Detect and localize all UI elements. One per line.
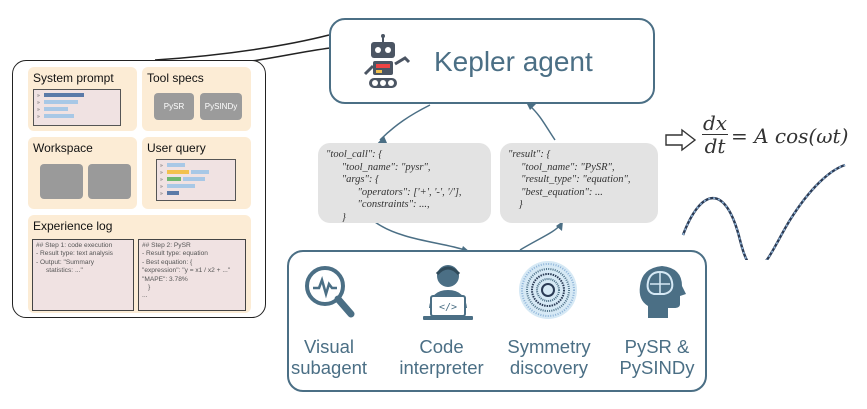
- svg-text:»: »: [37, 114, 40, 120]
- tool-label-line: discovery: [509, 357, 589, 378]
- text-lines-icon: » » » »: [37, 93, 84, 120]
- log-line: ## Step 2: PySR: [142, 242, 191, 249]
- pysindy-chip: PySINDy: [200, 93, 242, 120]
- user-query-screen: » » » » »: [156, 159, 236, 201]
- svg-text:»: »: [160, 184, 163, 190]
- kepler-agent-box: Kepler agent: [329, 18, 655, 104]
- tools-box: </> Visual subagent Code interpreter Sym…: [287, 250, 707, 392]
- workspace-card: Workspace: [28, 137, 137, 209]
- svg-text:</>: </>: [439, 302, 457, 313]
- user-query-title: User query: [147, 141, 206, 155]
- developer-laptop-icon: </>: [423, 265, 473, 320]
- log-line: "expression": "y = x1 / x2 + ...": [142, 267, 231, 275]
- agent-title: Kepler agent: [434, 46, 593, 77]
- curve-plot: [681, 163, 846, 260]
- log-entry-step-1: ## Step 1: code execution - Result type:…: [32, 239, 134, 311]
- symmetry-pattern-icon: [519, 261, 577, 319]
- formula-rhs: = A cos(ωt): [731, 124, 849, 148]
- tool-label-symmetry-discovery: Symmetry discovery: [499, 336, 599, 378]
- log-line: "MAPE": 3.78%: [142, 275, 188, 283]
- svg-text:»: »: [37, 107, 40, 113]
- workspace-title: Workspace: [33, 141, 93, 155]
- system-prompt-screen: » » » »: [33, 89, 121, 126]
- workspace-file-tile: [40, 164, 83, 199]
- tool-label-code-interpreter: Code interpreter: [384, 336, 499, 378]
- log-line: statistics: ...": [46, 267, 83, 275]
- tool-label-line: PySR &: [624, 336, 690, 357]
- tool-label-line: PySINDy: [619, 357, 695, 378]
- log-line: - Best equation: {: [142, 258, 193, 266]
- tool-specs-title: Tool specs: [147, 71, 204, 85]
- user-query-card: User query » » » » »: [142, 137, 251, 209]
- workspace-file-tile: [88, 164, 131, 199]
- outline-arrow-icon: [665, 128, 697, 152]
- experience-log-title: Experience log: [33, 219, 113, 233]
- colored-lines-icon: » » » » »: [160, 163, 209, 197]
- formula-fraction: dx dt: [702, 112, 728, 157]
- formula-numerator: dx: [702, 111, 728, 135]
- tool-call-json: "tool_call": { "tool_name": "pysr", "arg…: [318, 143, 491, 223]
- system-prompt-title: System prompt: [33, 71, 114, 85]
- tool-label-pysr-pysindy: PySR & PySINDy: [607, 336, 707, 378]
- svg-text:»: »: [160, 163, 163, 169]
- log-line: - Result type: text analysis: [36, 250, 113, 258]
- svg-text:»: »: [37, 93, 40, 99]
- svg-text:»: »: [160, 191, 163, 197]
- system-prompt-card: System prompt » » » »: [28, 67, 137, 131]
- tool-label-line: interpreter: [399, 357, 484, 378]
- tool-label-line: Symmetry: [507, 336, 591, 357]
- formula-denominator: dt: [702, 134, 728, 157]
- brain-head-icon: [639, 266, 686, 318]
- log-line: }: [148, 284, 151, 292]
- log-line: - Output: "Summary: [36, 258, 95, 266]
- tool-label-line: Visual: [303, 336, 355, 357]
- svg-text:»: »: [37, 100, 40, 106]
- tool-label-visual-subagent: Visual subagent: [289, 336, 369, 378]
- magnifier-waveform-icon: [305, 266, 355, 318]
- svg-text:»: »: [160, 170, 163, 176]
- robot-icon: [363, 34, 411, 88]
- svg-text:»: »: [160, 177, 163, 183]
- log-line: ## Step 1: code execution: [36, 242, 113, 249]
- tool-label-line: subagent: [290, 357, 368, 378]
- tool-specs-card: Tool specs PySR PySINDy: [142, 67, 251, 131]
- log-line: ...: [142, 292, 148, 300]
- pysr-chip: PySR: [154, 93, 194, 120]
- log-entry-step-2: ## Step 2: PySR - Result type: equation …: [138, 239, 246, 311]
- log-line: - Result type: equation: [142, 250, 208, 258]
- tool-label-line: Code: [419, 336, 464, 357]
- result-json: "result": { "tool_name": "PySR", "result…: [500, 143, 658, 223]
- experience-log-card: Experience log ## Step 1: code execution…: [28, 215, 251, 313]
